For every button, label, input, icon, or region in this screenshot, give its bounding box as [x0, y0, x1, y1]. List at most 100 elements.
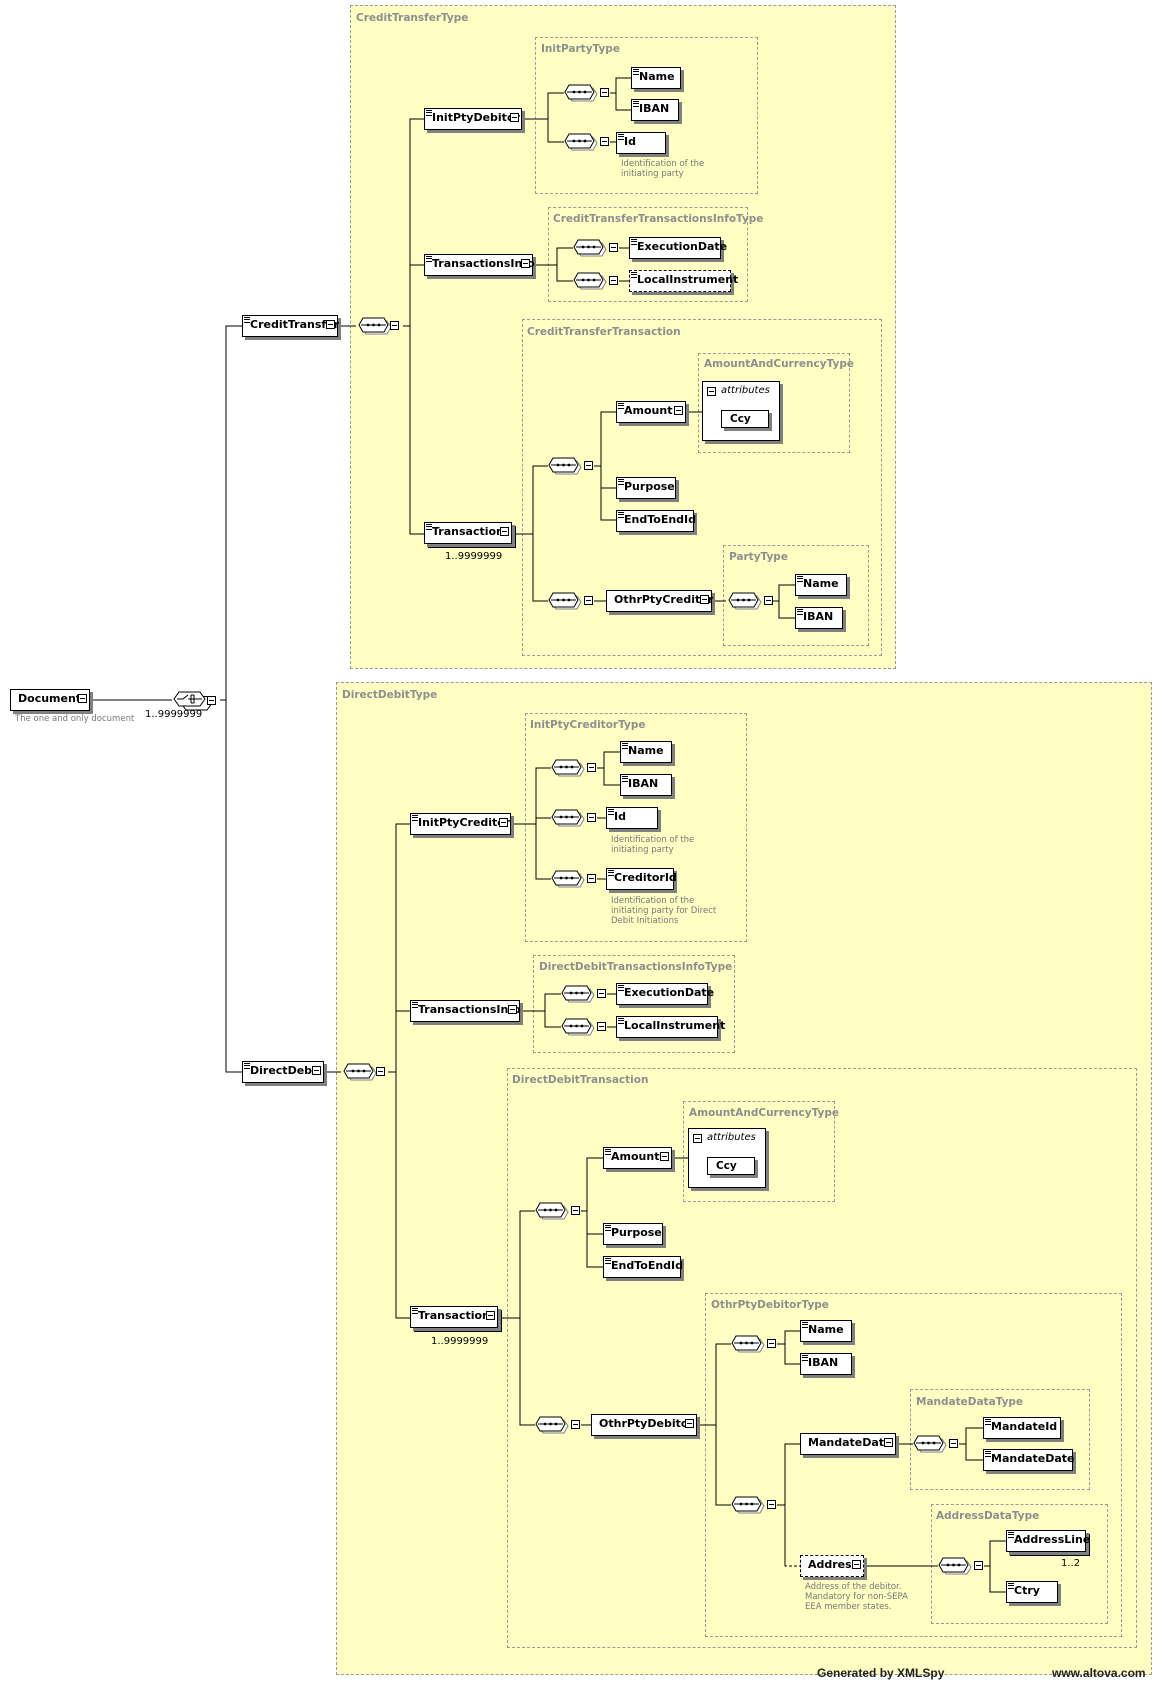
element-name[interactable]: Name	[795, 574, 847, 596]
attribute-ccy[interactable]: Ccy	[721, 410, 769, 428]
collapse-icon[interactable]	[486, 1311, 495, 1320]
element-init-pty-debitor[interactable]: InitPtyDebitor	[424, 108, 522, 130]
element-mandate-data[interactable]: MandateData	[800, 1433, 896, 1455]
attribute-ccy[interactable]: Ccy	[707, 1157, 755, 1175]
collapse-icon[interactable]	[674, 406, 683, 415]
collapse-icon[interactable]	[587, 813, 596, 822]
element-address[interactable]: Address	[800, 1555, 864, 1577]
collapse-icon[interactable]	[693, 1134, 702, 1143]
sequence-compositor[interactable]	[341, 1063, 377, 1081]
collapse-icon[interactable]	[78, 694, 87, 703]
collapse-icon[interactable]	[597, 1022, 606, 1031]
collapse-icon[interactable]	[521, 259, 530, 268]
element-transactions-info[interactable]: TransactionsInfo	[424, 254, 535, 276]
collapse-icon[interactable]	[508, 1005, 517, 1014]
element-name[interactable]: Name	[620, 741, 672, 763]
element-transaction[interactable]: Transaction	[410, 1306, 502, 1332]
element-othr-pty-debitor[interactable]: OthrPtyDebitor	[591, 1414, 697, 1436]
collapse-icon[interactable]	[312, 1066, 321, 1075]
element-name[interactable]: Name	[800, 1320, 852, 1342]
collapse-icon[interactable]	[685, 1419, 694, 1428]
sequence-compositor[interactable]	[559, 1018, 595, 1036]
element-iban[interactable]: IBAN	[795, 607, 843, 629]
element-purpose[interactable]: Purpose	[616, 477, 676, 499]
element-iban[interactable]: IBAN	[620, 774, 672, 796]
collapse-icon[interactable]	[949, 1439, 958, 1448]
sequence-compositor[interactable]	[356, 317, 392, 335]
collapse-icon[interactable]	[326, 320, 335, 329]
sequence-compositor[interactable]	[729, 1335, 765, 1353]
sequence-compositor[interactable]	[936, 1557, 972, 1575]
sequence-compositor[interactable]	[546, 592, 582, 610]
collapse-icon[interactable]	[767, 1500, 776, 1509]
collapse-icon[interactable]	[584, 596, 593, 605]
element-othr-pty-creditor[interactable]: OthrPtyCreditor	[606, 590, 713, 612]
collapse-icon[interactable]	[499, 818, 508, 827]
element-local-instrument[interactable]: LocalInstrument	[629, 270, 738, 292]
element-amount[interactable]: Amount	[603, 1147, 672, 1169]
collapse-icon[interactable]	[764, 596, 773, 605]
element-execution-date[interactable]: ExecutionDate	[629, 237, 727, 259]
sequence-compositor[interactable]	[549, 759, 585, 777]
element-mandate-date[interactable]: MandateDate	[983, 1449, 1075, 1471]
sequence-compositor[interactable]	[549, 870, 585, 888]
sequence-compositor[interactable]	[729, 1496, 765, 1514]
element-id[interactable]: Id	[616, 132, 666, 154]
element-credit-transfer[interactable]: CreditTransfer	[242, 315, 339, 337]
collapse-icon[interactable]	[600, 88, 609, 97]
choice-compositor[interactable]	[172, 691, 213, 711]
collapse-icon[interactable]	[852, 1560, 861, 1569]
collapse-icon[interactable]	[707, 387, 716, 396]
element-execution-date[interactable]: ExecutionDate	[616, 983, 714, 1005]
element-document[interactable]: Document	[10, 689, 90, 711]
element-address-line[interactable]: AddressLine	[1006, 1530, 1090, 1556]
collapse-icon[interactable]	[974, 1561, 983, 1570]
sequence-compositor[interactable]	[562, 84, 598, 102]
element-name[interactable]: Name	[631, 67, 681, 89]
sequence-compositor[interactable]	[533, 1202, 569, 1220]
element-mandate-id[interactable]: MandateId	[983, 1417, 1061, 1439]
sequence-compositor[interactable]	[549, 809, 585, 827]
collapse-icon[interactable]	[584, 461, 593, 470]
collapse-icon[interactable]	[207, 696, 216, 705]
collapse-icon[interactable]	[597, 989, 606, 998]
collapse-icon[interactable]	[587, 763, 596, 772]
element-ctry[interactable]: Ctry	[1006, 1581, 1058, 1603]
sequence-compositor[interactable]	[571, 239, 607, 257]
collapse-icon[interactable]	[660, 1152, 669, 1161]
element-creditor-id[interactable]: CreditorId	[606, 868, 677, 890]
sequence-compositor[interactable]	[571, 272, 607, 290]
element-end-to-end-id[interactable]: EndToEndId	[603, 1256, 683, 1278]
element-iban[interactable]: IBAN	[631, 99, 679, 121]
collapse-icon[interactable]	[571, 1206, 580, 1215]
collapse-icon[interactable]	[587, 874, 596, 883]
element-amount[interactable]: Amount	[616, 401, 686, 423]
sequence-compositor[interactable]	[726, 592, 762, 610]
element-purpose[interactable]: Purpose	[603, 1223, 663, 1245]
collapse-icon[interactable]	[600, 137, 609, 146]
collapse-icon[interactable]	[376, 1067, 385, 1076]
sequence-compositor[interactable]	[546, 457, 582, 475]
sequence-compositor[interactable]	[533, 1416, 569, 1434]
sequence-compositor[interactable]	[562, 133, 598, 151]
sequence-compositor[interactable]	[911, 1435, 947, 1453]
collapse-icon[interactable]	[510, 113, 519, 122]
element-transactions-info[interactable]: TransactionsInfo	[410, 1000, 521, 1022]
sequence-compositor[interactable]	[559, 985, 595, 1003]
collapse-icon[interactable]	[700, 595, 709, 604]
element-id[interactable]: Id	[606, 807, 658, 829]
collapse-icon[interactable]	[609, 243, 618, 252]
collapse-icon[interactable]	[571, 1420, 580, 1429]
element-iban[interactable]: IBAN	[800, 1353, 852, 1375]
collapse-icon[interactable]	[609, 276, 618, 285]
collapse-icon[interactable]	[767, 1339, 776, 1348]
element-transaction[interactable]: Transaction	[424, 522, 516, 548]
altova-link[interactable]: www.altova.com	[1052, 1666, 1146, 1680]
collapse-icon[interactable]	[884, 1438, 893, 1447]
element-direct-debit[interactable]: DirectDebit	[242, 1061, 324, 1083]
collapse-icon[interactable]	[500, 527, 509, 536]
collapse-icon[interactable]	[390, 321, 399, 330]
element-end-to-end-id[interactable]: EndToEndId	[616, 510, 696, 532]
element-init-pty-creditor[interactable]: InitPtyCreditor	[410, 813, 511, 835]
element-local-instrument[interactable]: LocalInstrument	[616, 1016, 725, 1038]
